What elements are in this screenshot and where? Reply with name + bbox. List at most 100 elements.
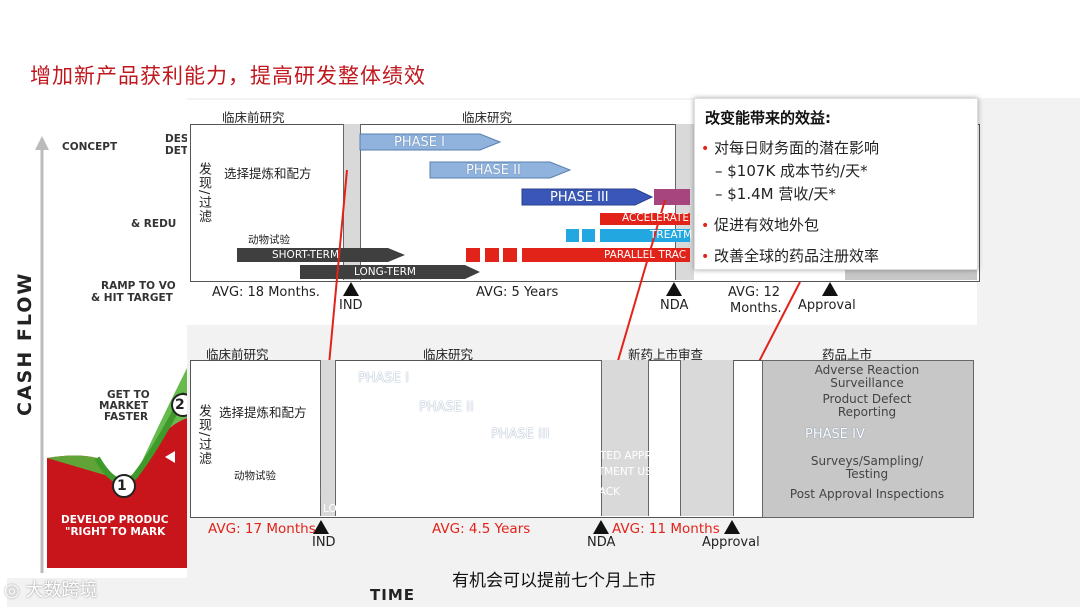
bullet-icon: • <box>701 141 710 157</box>
top-phase1-label: PHASE I <box>394 135 445 150</box>
popup-line-text: 改善全球的药品注册效率 <box>714 247 880 265</box>
watermark: ◎ 大数跨境 <box>4 576 97 602</box>
bottom-phase3-label: PHASE III <box>491 427 550 442</box>
top-longterm-arrow <box>300 265 480 279</box>
bottom-animal-label: 动物试验 <box>234 470 276 482</box>
top-accelerate-label: ACCELERATE <box>622 212 690 224</box>
top-magenta-bar <box>654 189 690 205</box>
bottom-ind-label: IND <box>312 535 336 550</box>
top-nda-marker <box>666 282 682 296</box>
step-2: 2 <box>175 397 185 413</box>
bottom-ind-band <box>320 360 336 516</box>
top-ind-label: IND <box>339 298 363 313</box>
bottom-header-market: 药品上市 <box>822 347 873 362</box>
label-hit-target: & HIT TARGET <box>91 292 173 304</box>
post-market-line: Reporting <box>837 405 897 419</box>
top-header-preclinical: 临床前研究 <box>222 110 285 125</box>
post-market-line: Testing <box>845 467 889 481</box>
watermark-logo-icon: ◎ <box>4 580 20 601</box>
label-ramp: RAMP TO VO <box>101 280 176 292</box>
top-nda-label: NDA <box>660 298 689 313</box>
bullet-icon: • <box>701 249 710 265</box>
post-market-line: Surveys/Sampling/ <box>810 454 924 468</box>
bottom-header-clinical: 临床研究 <box>423 347 474 362</box>
top-phase2-arrow <box>429 161 572 179</box>
label-det: DET <box>165 145 187 157</box>
cash-flow-panel: CONCEPT DES DET & REDU RAMP TO VO & HIT … <box>7 98 187 578</box>
popup-line-3: – $1.4M 营收/天* <box>715 185 836 203</box>
top-red-sq-1 <box>466 248 480 262</box>
bottom-avg-review: AVG: 11 Months <box>612 521 720 537</box>
bottom-chart-frame <box>190 360 763 518</box>
bottom-nda-marker <box>593 520 609 534</box>
bottom-approval-label: Approval <box>702 535 760 550</box>
top-cyan-sq-2 <box>582 229 595 242</box>
bottom-parallel-label: PARALLEL TRACK <box>531 486 620 498</box>
bottom-review-band-2 <box>680 360 734 516</box>
bullet-icon: • <box>701 218 710 234</box>
bottom-header-preclinical: 临床前研究 <box>206 347 269 362</box>
top-parallel-label: PARALLEL TRAC <box>604 249 687 261</box>
top-animal-label: 动物试验 <box>248 234 290 246</box>
post-market-defect: Product Defect Reporting <box>762 393 972 419</box>
label-redu: & REDU <box>131 218 177 230</box>
top-cyan-sq-1 <box>566 229 579 242</box>
popup-line-text: 促进有效地外包 <box>714 216 820 234</box>
bottom-avg-preclinical: AVG: 17 Months <box>208 521 316 537</box>
bottom-avg-clinical: AVG: 4.5 Years <box>432 521 531 537</box>
top-ind-marker <box>343 282 359 296</box>
top-avg-review-unit: Months. <box>730 301 782 316</box>
step-1: 1 <box>117 478 127 494</box>
top-shortterm-label: SHORT-TERM <box>272 249 340 261</box>
top-phase3-label: PHASE III <box>550 190 609 205</box>
popup-line-4: • 促进有效地外包 <box>701 214 819 235</box>
benefits-popup: 改变能带来的效益: • 对每日财务面的潜在影响 – $107K 成本节约/天* … <box>694 98 978 270</box>
bottom-nda-label: NDA <box>587 535 616 550</box>
label-market: MARKET <box>99 400 149 412</box>
bottom-accelerated-label: ACCELERATED APPROVAL <box>546 450 680 462</box>
bottom-vertical-label: 发现/过滤 <box>196 404 211 466</box>
bottom-shortterm-label: SHORT-TERM <box>254 486 322 498</box>
popup-line-2: – $107K 成本节约/天* <box>715 162 868 180</box>
popup-title: 改变能带来的效益: <box>705 109 831 127</box>
cash-flow-graphic <box>35 136 187 573</box>
label-develop: DEVELOP PRODUC <box>61 514 169 526</box>
top-header-clinical: 临床研究 <box>462 110 513 125</box>
bottom-phase2-label: PHASE II <box>419 400 474 415</box>
post-market-line: Surveillance <box>830 376 904 390</box>
bottom-ind-marker <box>313 520 329 534</box>
post-market-line: Adverse Reaction <box>814 363 920 377</box>
top-approval-label: Approval <box>798 298 856 313</box>
top-red-sq-3 <box>503 248 517 262</box>
top-shortterm-arrow <box>237 248 405 262</box>
popup-line-5: • 改善全球的药品注册效率 <box>701 245 879 266</box>
top-accelerate-arrow <box>600 213 690 225</box>
top-avg-review: AVG: 12 <box>728 285 781 300</box>
label-right-to-market: "RIGHT TO MARK <box>65 526 166 538</box>
popup-line-text: 对每日财务面的潜在影响 <box>714 139 880 157</box>
top-phase1-arrow <box>359 133 502 151</box>
top-treatment-arrow <box>600 229 690 242</box>
top-avg-preclinical: AVG: 18 Months. <box>212 285 320 300</box>
top-select-label: 选择提炼和配方 <box>224 166 312 181</box>
bottom-header-review: 新药上市审查 <box>628 347 704 362</box>
bottom-longterm-label: LONG-TERM <box>323 503 385 515</box>
bottom-review-band-1 <box>601 360 649 516</box>
watermark-text: 大数跨境 <box>25 580 98 601</box>
top-longterm-label: LONG-TERM <box>354 266 416 278</box>
top-phase3-arrow <box>521 188 654 206</box>
bottom-phase4-label: PHASE IV <box>805 427 865 442</box>
top-avg-clinical: AVG: 5 Years <box>476 285 559 300</box>
bottom-approval-marker <box>724 520 740 534</box>
label-get-to: GET TO <box>107 389 150 401</box>
slide-title: 增加新产品获利能力，提高研发整体绩效 <box>30 64 426 88</box>
post-market-adverse: Adverse Reaction Surveillance <box>762 364 972 390</box>
bottom-phase1-label: PHASE I <box>358 371 409 386</box>
label-concept: CONCEPT <box>62 141 118 153</box>
post-market-line: Product Defect <box>822 392 912 406</box>
label-des: DES <box>165 133 187 145</box>
label-faster: FASTER <box>104 411 149 423</box>
top-phase2-label: PHASE II <box>466 163 521 178</box>
post-market-surveys: Surveys/Sampling/ Testing <box>762 455 972 481</box>
popup-line-1: • 对每日财务面的潜在影响 <box>701 137 879 158</box>
